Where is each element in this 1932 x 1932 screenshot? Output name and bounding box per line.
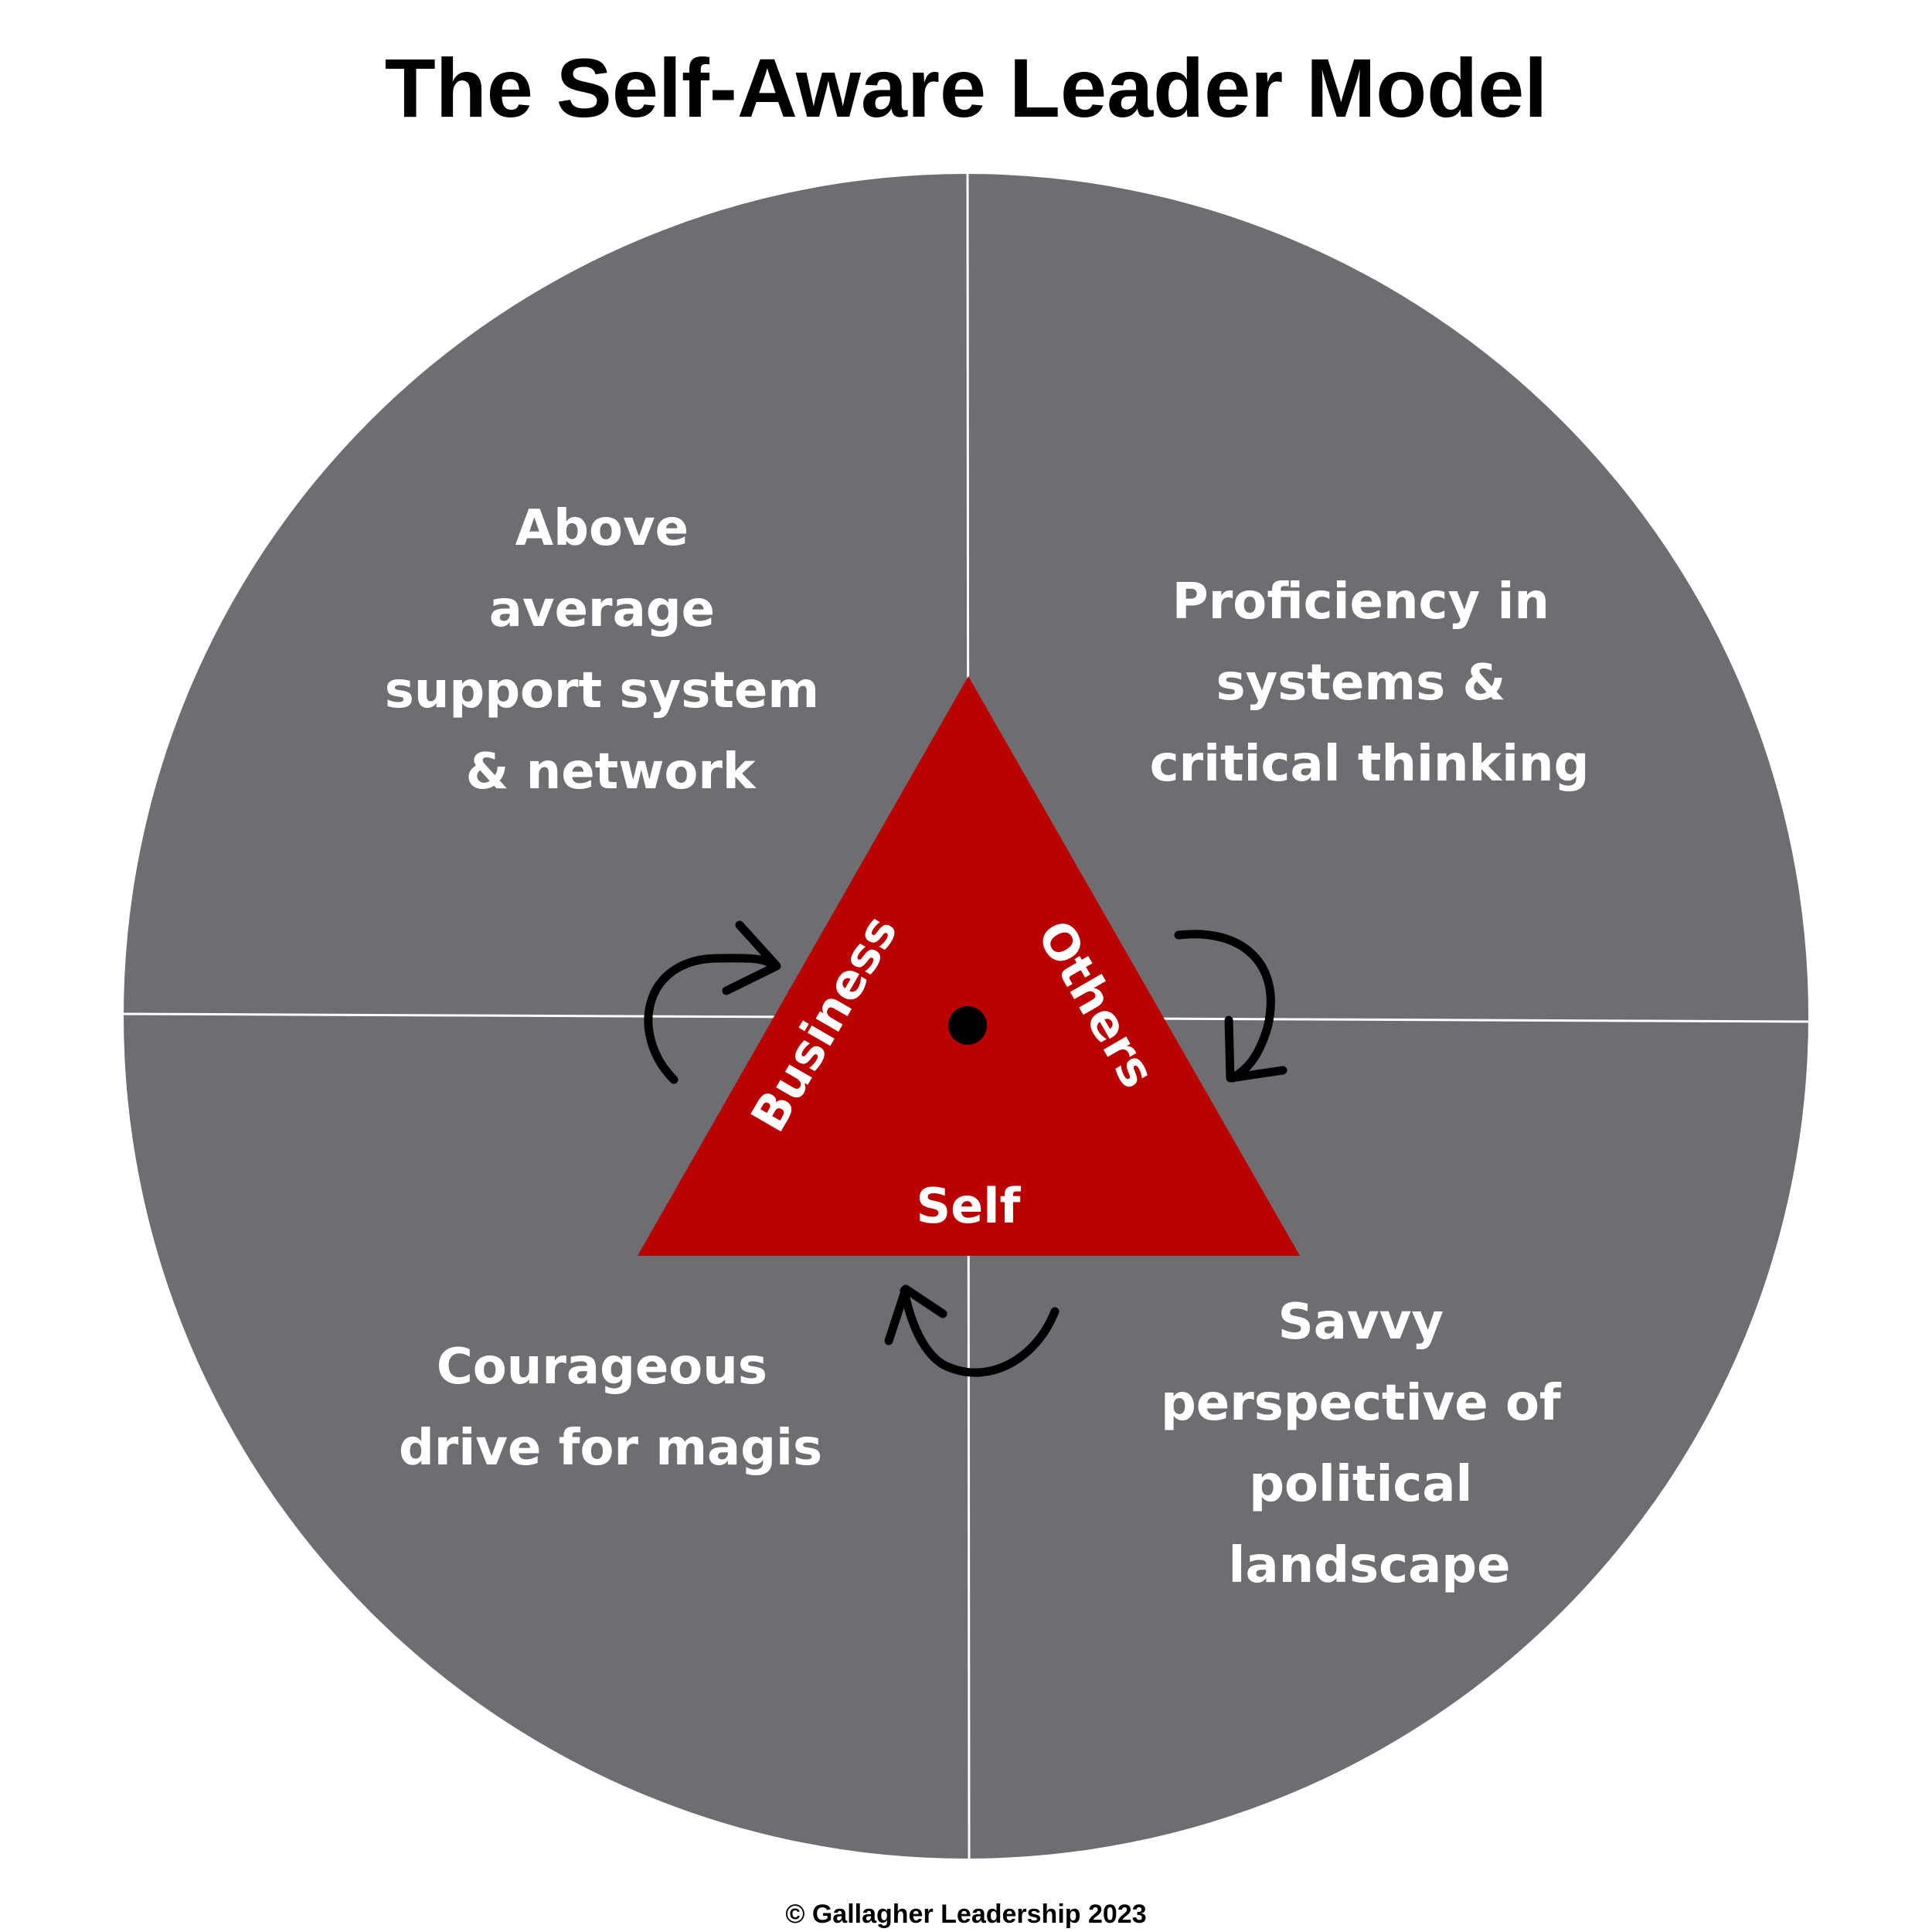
copyright-text: © Gallagher Leadership 2023 bbox=[785, 1900, 1147, 1929]
curved-arrow-icon bbox=[1174, 930, 1287, 1083]
quad-line: political bbox=[1249, 1456, 1472, 1513]
quadrant-top-left-text: Above average support system & network bbox=[385, 500, 837, 801]
quad-line: drive for magis bbox=[399, 1420, 822, 1477]
quad-line: Above bbox=[515, 500, 689, 557]
quad-line: support system bbox=[385, 662, 819, 719]
quad-line: landscape bbox=[1229, 1537, 1511, 1594]
quad-line: average bbox=[489, 581, 715, 638]
quadrant-bottom-left-text: Courageous drive for magis bbox=[399, 1338, 822, 1477]
quadrant-top-right-text: Proficiency in systems & critical thinki… bbox=[1150, 573, 1590, 793]
quadrant-bottom-right-text: Savvy perspective of political landscape bbox=[1161, 1294, 1578, 1594]
curved-arrow-icon bbox=[644, 920, 781, 1084]
triangle-label-self: Self bbox=[917, 1178, 1022, 1234]
quad-line: Courageous bbox=[437, 1338, 767, 1396]
center-dot bbox=[948, 1006, 987, 1045]
quad-line: Savvy bbox=[1278, 1294, 1444, 1351]
quad-line: perspective of bbox=[1161, 1375, 1562, 1432]
quad-line: Proficiency in bbox=[1172, 573, 1549, 631]
quad-line: & network bbox=[466, 743, 757, 801]
center-triangle bbox=[638, 676, 1300, 1256]
diagram-title: The Self-Aware Leader Model bbox=[384, 41, 1548, 134]
curved-arrow-icon bbox=[884, 1284, 1060, 1377]
quad-line: critical thinking bbox=[1150, 736, 1590, 793]
quad-line: systems & bbox=[1216, 655, 1505, 712]
